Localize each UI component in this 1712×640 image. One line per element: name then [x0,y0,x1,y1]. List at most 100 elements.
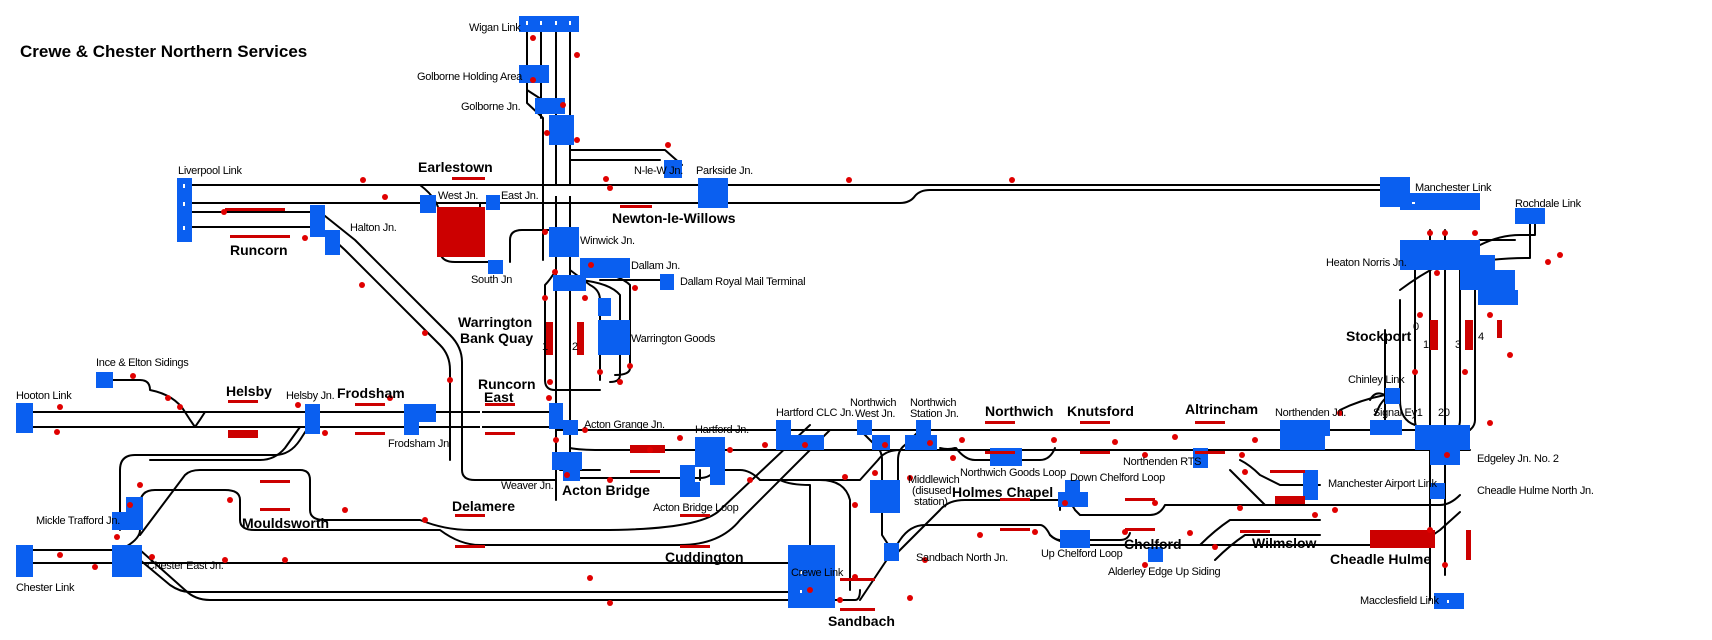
label-alderley-edge-up-siding: Alderley Edge Up Siding [1108,566,1221,578]
signal [282,557,288,563]
signal [382,194,388,200]
signal [872,470,878,476]
platform [1240,530,1270,533]
block-tick [1412,202,1415,204]
signal [1427,527,1433,533]
track-block [16,403,33,433]
signal [177,404,183,410]
signal [1142,452,1148,458]
platform [840,608,875,611]
label-northwich-station-jn-line1: Northwich [910,397,956,409]
block-tick [555,186,557,196]
track [319,226,451,461]
label-mickle-trafford-jn: Mickle Trafford Jn. [36,515,120,527]
label-acton-bridge-loop: Acton Bridge Loop [653,502,739,514]
track-block [680,465,695,485]
label-northwich-west-jn-line1: Northwich [850,397,896,409]
track-block [519,16,579,32]
track [149,426,301,461]
signal [807,587,813,593]
platform-numbers: 1 2 0 1 3 4 [542,321,1484,353]
signal [837,597,843,603]
track-block [553,275,586,291]
signal [564,472,570,478]
signal [1487,420,1493,426]
track [1459,269,1476,436]
signal [607,477,613,483]
label-hooton-link: Hooton Link [16,390,72,402]
label-golborne-jn: Golborne Jn. [461,101,521,113]
block-tick [540,21,542,25]
station-wilmslow: Wilmslow [1252,535,1317,551]
track-block [1058,492,1088,507]
track-block [305,404,320,434]
track-block [177,178,192,242]
signal [130,373,136,379]
track-block [16,545,33,577]
track [319,211,557,481]
signal [422,517,428,523]
track [194,411,206,428]
track-block [310,205,325,237]
label-northwich-station-jn-line2: Station Jn. [910,408,959,420]
signal [542,229,548,235]
track-block [872,435,890,450]
track [555,449,901,481]
station-cheadle-hulme: Cheadle Hulme [1330,551,1431,567]
signal [607,185,613,191]
track-layer [19,19,1536,601]
platform [1465,320,1473,350]
track-block [598,298,611,316]
signal [1444,452,1450,458]
track [1339,394,1386,411]
signal [544,130,550,136]
platform [230,235,290,238]
station-runcorn-east-line1: Runcorn [478,376,536,392]
signal [1487,312,1493,318]
track-block [112,512,129,530]
signal [1237,505,1243,511]
track [779,479,811,601]
track-block [788,545,835,608]
label-dallam-jn: Dallam Jn. [631,260,680,272]
signal [322,430,328,436]
track-block [1280,420,1330,436]
signal [1051,437,1057,443]
block-tick [183,226,185,230]
track-block [1148,547,1163,562]
signal [582,295,588,301]
signal [1337,410,1343,416]
signal [57,404,63,410]
signal [1062,500,1068,506]
signal [574,137,580,143]
signal [295,402,301,408]
label-northwich-west-jn-line2: West Jn. [855,408,895,420]
signal [530,35,536,41]
track [1214,534,1321,561]
platform [1125,498,1155,501]
track [139,424,811,536]
location-labels: Wigan Link Golborne Holding Area Golborn… [16,22,1594,607]
label-liverpool-link: Liverpool Link [178,165,242,177]
signal-layer [54,35,1563,606]
platform-number: 4 [1478,331,1484,343]
label-cheadle-hulme-north-jn: Cheadle Hulme North Jn. [1477,485,1594,497]
signal [1239,452,1245,458]
platform [577,322,584,355]
label-wigan-link: Wigan Link [469,22,521,34]
label-acton-grange-jn: Acton Grange Jn. [584,419,665,431]
signal [1112,439,1118,445]
platform [1195,451,1225,454]
platform [1000,528,1030,531]
track-block [112,545,142,577]
track [179,189,1401,204]
platform [1466,530,1471,560]
track [1199,519,1321,546]
platform [355,432,385,435]
signal [1032,529,1038,535]
signal [222,557,228,563]
signal [1442,562,1448,568]
label-middlewich-line1: Middlewich [908,474,960,486]
signal [882,442,888,448]
track-block [857,420,872,435]
